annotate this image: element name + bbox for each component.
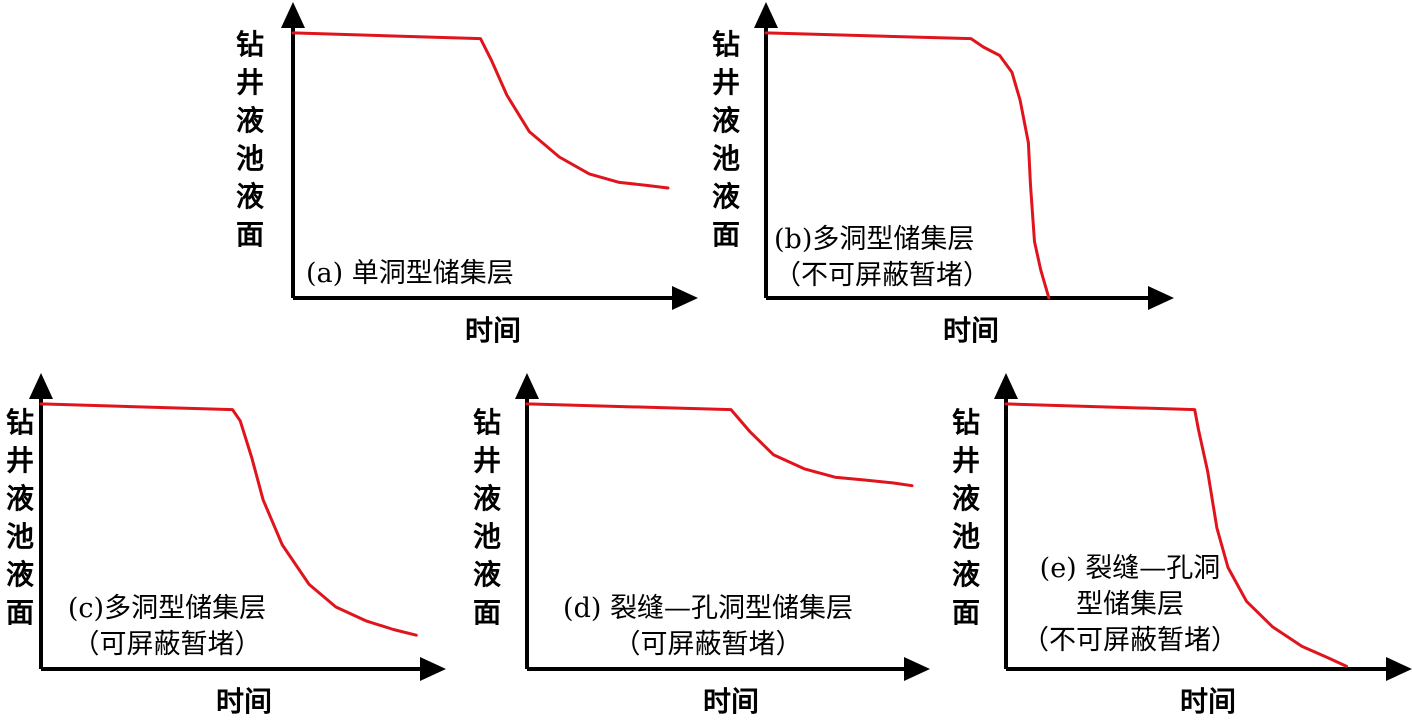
panel-caption: (b)多洞型储集层 （不可屏蔽暂堵） [774, 224, 990, 291]
x-axis-label: 时间 [465, 314, 521, 347]
y-axis-label: 钻井液池液面 [6, 406, 34, 629]
series-line [764, 31, 1051, 300]
panel-caption: (c)多洞型储集层 （可屏蔽暂堵） [68, 593, 266, 660]
series-line [525, 402, 914, 488]
x-axis-label: 时间 [1180, 685, 1236, 718]
y-axis-label-char: 液 [952, 482, 980, 515]
y-axis-label-char: 面 [236, 218, 264, 251]
x-axis-arrow [1386, 657, 1412, 681]
panel-caption-line: （可屏蔽暂堵） [73, 629, 262, 660]
panel-caption-line: （不可屏蔽暂堵） [774, 260, 990, 291]
panel-caption-line: (c)多洞型储集层 [68, 593, 266, 624]
y-axis-label-char: 面 [473, 596, 501, 629]
y-axis-label-char: 液 [473, 482, 501, 515]
panel-caption-line: (e) 裂缝—孔洞 [1040, 553, 1221, 584]
y-axis-label-char: 井 [952, 444, 980, 477]
panel-caption-line: (b)多洞型储集层 [774, 224, 974, 255]
y-axis-label: 钻井液池液面 [952, 406, 980, 629]
y-axis-label-char: 液 [473, 558, 501, 591]
panel-caption-line: （可屏蔽暂堵） [614, 629, 803, 660]
y-axis-label: 钻井液池液面 [473, 406, 501, 629]
y-axis-label: 钻井液池液面 [712, 28, 740, 251]
y-axis-label-char: 液 [712, 180, 740, 213]
x-axis-label: 时间 [216, 685, 272, 718]
y-axis-label-char: 液 [952, 558, 980, 591]
y-axis-label-char: 井 [6, 444, 34, 477]
y-axis-label-char: 井 [712, 66, 740, 99]
x-axis-arrow [420, 657, 446, 681]
y-axis-label-char: 池 [236, 142, 264, 175]
panel-caption: (d) 裂缝—孔洞型储集层 （可屏蔽暂堵） [563, 593, 853, 660]
panel-caption-line: （不可屏蔽暂堵） [1022, 625, 1238, 656]
y-axis-label-char: 液 [236, 180, 264, 213]
y-axis-label-char: 钻 [473, 406, 501, 439]
y-axis-label-char: 钻 [952, 406, 980, 439]
y-axis-arrow [29, 373, 53, 399]
panel-caption-line: 型储集层 [1076, 589, 1184, 620]
y-axis-label-char: 液 [712, 104, 740, 137]
panel-caption: (a) 单洞型储集层 [306, 258, 514, 289]
y-axis-label-char: 钻 [712, 28, 740, 61]
y-axis-arrow [754, 2, 778, 28]
y-axis-label: 钻井液池液面 [236, 28, 264, 251]
y-axis-label-char: 钻 [6, 406, 34, 439]
y-axis-arrow [281, 2, 305, 28]
y-axis-label-char: 面 [712, 218, 740, 251]
x-axis-arrow [904, 657, 930, 681]
y-axis-label-char: 井 [236, 66, 264, 99]
y-axis-label-char: 钻 [236, 28, 264, 61]
y-axis-label-char: 池 [6, 520, 34, 553]
y-axis-label-char: 池 [712, 142, 740, 175]
panel-caption-line: (d) 裂缝—孔洞型储集层 [563, 593, 853, 624]
x-axis-label: 时间 [943, 314, 999, 347]
y-axis-label-char: 面 [6, 596, 34, 629]
y-axis-label-char: 面 [952, 596, 980, 629]
y-axis-arrow [994, 373, 1018, 399]
series-line [39, 402, 418, 637]
y-axis-label-char: 液 [6, 558, 34, 591]
panel-caption: (e) 裂缝—孔洞型储集层 （不可屏蔽暂堵） [1022, 553, 1238, 656]
panel-caption-line: (a) 单洞型储集层 [306, 258, 514, 289]
x-axis-arrow [672, 286, 698, 310]
y-axis-label-char: 液 [236, 104, 264, 137]
x-axis-arrow [1148, 286, 1174, 310]
x-axis-label: 时间 [703, 685, 759, 718]
series-line [291, 31, 670, 190]
y-axis-label-char: 液 [6, 482, 34, 515]
series-line [1004, 402, 1348, 668]
y-axis-arrow [515, 373, 539, 399]
y-axis-label-char: 池 [952, 520, 980, 553]
y-axis-label-char: 池 [473, 520, 501, 553]
y-axis-label-char: 井 [473, 444, 501, 477]
